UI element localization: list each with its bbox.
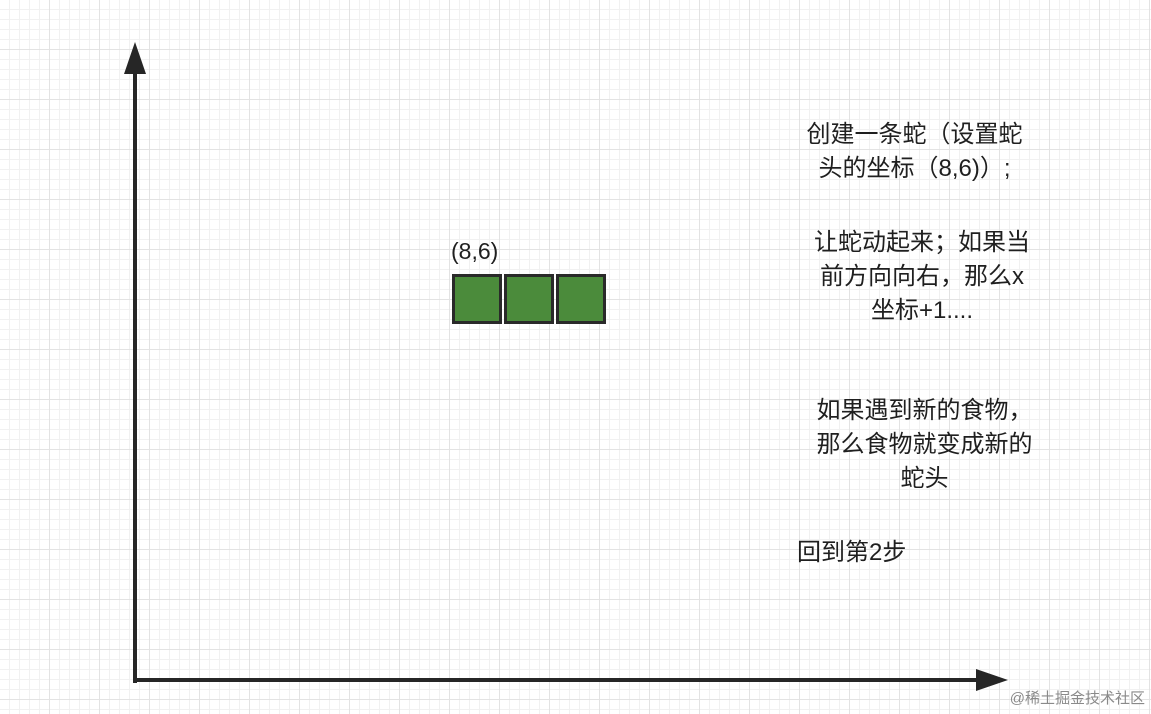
- snake-head-coordinate-label: (8,6): [451, 238, 499, 264]
- note-line: 回到第2步: [797, 539, 907, 566]
- note-step-2: 让蛇动起来；如果当 前方向向右，那么x 坐标+1....: [772, 226, 1072, 328]
- y-axis-arrowhead: [124, 42, 146, 74]
- note-line: 坐标+1....: [870, 297, 974, 324]
- note-step-3: 如果遇到新的食物， 那么食物就变成新的 蛇头: [772, 394, 1077, 496]
- note-line: 蛇头: [900, 465, 949, 492]
- note-line: 那么食物就变成新的: [816, 431, 1033, 458]
- watermark: @稀土掘金技术社区: [1009, 690, 1145, 707]
- snake-head-segment: [452, 274, 502, 324]
- snake-body-segment: [504, 274, 554, 324]
- snake-tail-segment: [556, 274, 606, 324]
- note-step-4: 回到第2步: [797, 536, 906, 570]
- note-line: 让蛇动起来；如果当: [814, 229, 1030, 256]
- note-step-1: 创建一条蛇（设置蛇 头的坐标（8,6)）;: [762, 118, 1067, 186]
- x-axis-arrowhead: [976, 669, 1008, 691]
- note-line: 如果遇到新的食物，: [816, 397, 1033, 424]
- note-line: 创建一条蛇（设置蛇: [806, 121, 1023, 148]
- note-line: 头的坐标（8,6)）;: [818, 155, 1011, 182]
- note-line: 前方向向右，那么x: [820, 263, 1024, 290]
